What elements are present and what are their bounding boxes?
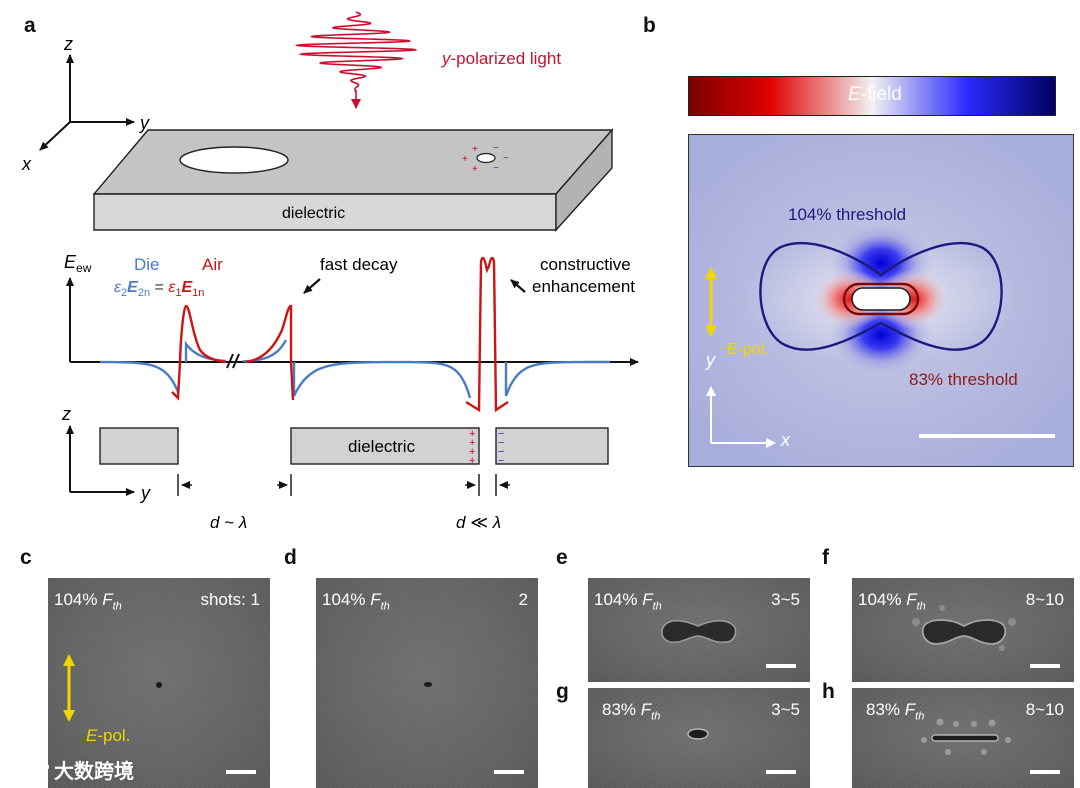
sem-shots-label: 8~10 — [1025, 700, 1064, 719]
svg-text:+: + — [469, 428, 475, 440]
sem-fluence-label: 104% Fth — [54, 590, 122, 613]
scale-bar — [766, 664, 796, 668]
slab-label: dielectric — [282, 205, 345, 222]
scale-bar — [494, 770, 524, 774]
sem-fluence-label: 104% Fth — [594, 590, 662, 613]
scale-bar — [226, 770, 256, 774]
top-axes: z y x — [21, 34, 150, 174]
svg-text:+: + — [469, 446, 475, 458]
sem-fluence-label: 83% Fth — [602, 700, 661, 723]
dielectric-slab — [92, 128, 614, 232]
gap-dimension-markers — [177, 474, 510, 496]
constructive-arrow — [510, 279, 526, 293]
light-label: y-polarized light — [441, 49, 561, 68]
svg-text:+: + — [472, 164, 478, 175]
epol-label-c: E-pol. — [86, 726, 131, 745]
axis-label-x-b: x — [781, 430, 790, 450]
axis-label-y-top: y — [138, 113, 150, 133]
axis-label-x-top: x — [21, 154, 32, 174]
sem-fluence-label: 83% Fth — [866, 700, 925, 723]
svg-text:−: − — [498, 428, 504, 440]
sem-panel-c: E-pol. 104% Fth shots: 1 — [48, 578, 270, 788]
panel-letter-f: f — [822, 546, 829, 569]
gap-charges: + + + + − − − − — [469, 428, 504, 467]
eew-axis-label: Eew — [64, 252, 92, 275]
sem-shots-label: 8~10 — [1025, 590, 1064, 609]
panel-letter-c: c — [20, 546, 32, 569]
sem-ablation-f — [912, 605, 1016, 651]
axis-label-y-b: y — [706, 350, 715, 370]
eew-plot — [66, 256, 639, 413]
threshold-83-label: 83% threshold — [909, 370, 1018, 389]
panel-letter-b: b — [643, 14, 656, 37]
bottom-dielectric-label: dielectric — [348, 437, 416, 456]
scale-bar — [766, 770, 796, 774]
svg-text:−: − — [493, 143, 499, 154]
sem-shots-label: 3~5 — [771, 590, 800, 609]
watermark: 大数跨境 — [8, 755, 134, 784]
bottom-axis-y: y — [139, 483, 151, 503]
fast-decay-label: fast decay — [320, 255, 398, 274]
svg-text:−: − — [503, 153, 509, 164]
die-label: Die — [134, 255, 160, 274]
axis-label-z-top: z — [63, 34, 73, 54]
sem-shots-label: 3~5 — [771, 700, 800, 719]
constructive-label-1: constructive — [540, 255, 631, 274]
bottom-dielectric-blocks — [99, 427, 609, 465]
field-map — [688, 134, 1074, 467]
colorbar-label: E-field — [848, 84, 902, 105]
svg-text:+: + — [469, 437, 475, 449]
bottom-axis-z: z — [61, 404, 71, 424]
sem-panel-f: 104% Fth 8~10 — [852, 578, 1074, 682]
sem-ablation-e — [661, 619, 737, 644]
sem-ablation-h — [921, 718, 1011, 755]
sem-fluence-label: 104% Fth — [322, 590, 390, 613]
panel-letter-a: a — [24, 14, 36, 37]
svg-text:−: − — [498, 437, 504, 449]
air-label: Air — [202, 255, 223, 274]
d-sim-lambda: d ~ λ — [210, 513, 247, 532]
sem-panel-g: 83% Fth 3~5 — [588, 688, 810, 788]
svg-text:−: − — [493, 163, 499, 174]
sem-panel-d: 104% Fth 2 — [316, 578, 538, 788]
contour-104 — [759, 242, 1003, 351]
light-wave-packet — [295, 11, 418, 109]
epol-arrow-c — [63, 654, 75, 722]
scale-bar — [1030, 664, 1060, 668]
svg-text:+: + — [462, 154, 468, 165]
panel-letter-d: d — [284, 546, 297, 569]
panel-letter-e: e — [556, 546, 568, 569]
panel-a-schematic: z y x y-polarized light + + + − − − diel… — [21, 11, 639, 532]
contour-83 — [842, 282, 920, 316]
d-ll-lambda: d ≪ λ — [456, 513, 501, 532]
sem-shots-label: 2 — [518, 590, 528, 609]
panel-letter-g: g — [556, 680, 569, 703]
fast-decay-arrow — [303, 278, 321, 294]
sem-panel-h: 83% Fth 8~10 — [852, 688, 1074, 788]
epol-label-b: E-pol. — [727, 341, 769, 358]
svg-text:+: + — [469, 455, 475, 467]
boundary-equation: ε2E2n = ε1E1n — [114, 279, 204, 299]
sem-fluence-label: 104% Fth — [858, 590, 926, 613]
sem-ablation-g — [687, 728, 709, 740]
watermark-logo-icon — [10, 760, 49, 778]
svg-text:+: + — [472, 144, 478, 155]
panel-letter-h: h — [822, 680, 835, 703]
colorbar — [688, 76, 1056, 116]
sem-hole — [156, 682, 162, 688]
constructive-label-2: enhancement — [532, 277, 635, 296]
threshold-104-label: 104% threshold — [788, 205, 907, 224]
svg-text:−: − — [498, 446, 504, 458]
sem-shots-label: shots: 1 — [200, 590, 260, 609]
hole-surface-charges: + + + − − − — [462, 143, 509, 175]
sem-panel-e: 104% Fth 3~5 — [588, 578, 810, 682]
scale-bar — [1030, 770, 1060, 774]
svg-text:−: − — [498, 455, 504, 467]
sem-hole — [424, 682, 432, 687]
bottom-axes — [66, 425, 135, 496]
